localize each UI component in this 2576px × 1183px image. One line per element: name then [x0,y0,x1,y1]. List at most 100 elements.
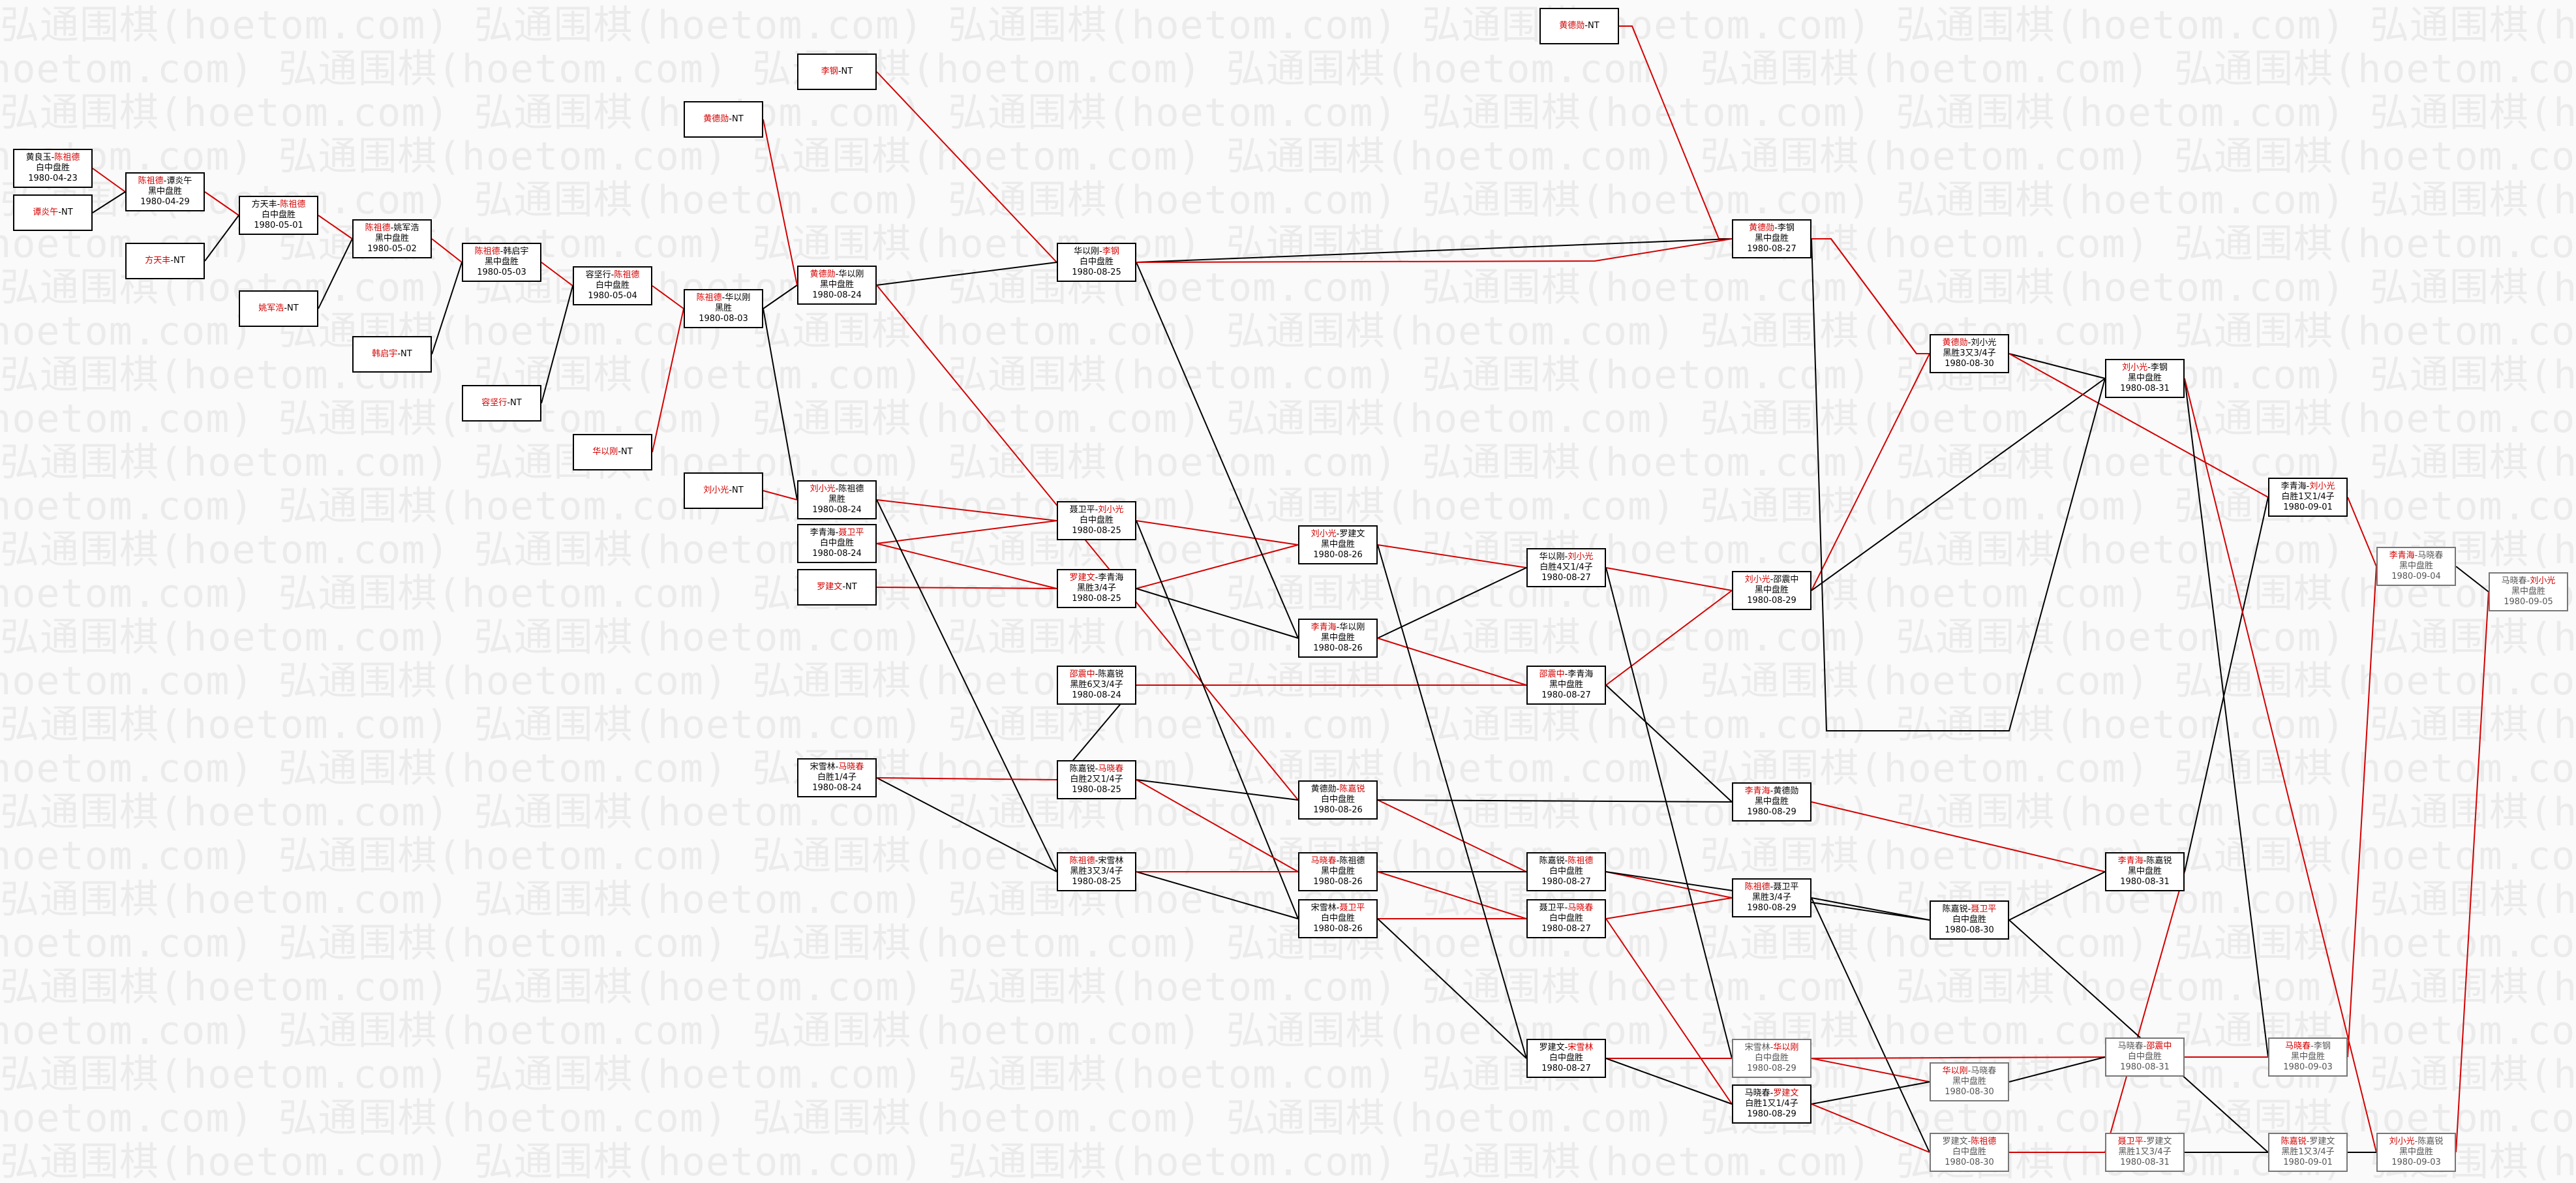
bracket-line [876,499,1057,872]
match-date: 1980-08-30 [1945,359,1994,369]
match-players: 刘小光-陈祖德 [810,484,864,494]
match-result: 黑中盘胜 [374,234,409,243]
match-result: 黑胜3/4子 [1752,893,1791,902]
player-white: 李青海 [1568,669,1594,679]
player-black: 李青海 [1311,622,1337,632]
player-black: 韩启宇 [372,349,398,359]
player-black: 李青海 [2389,551,2415,561]
match-result: 黑中盘胜 [2399,561,2433,571]
bracket-line [2008,871,2106,921]
player-white: 聂卫平 [1773,882,1799,892]
player-white: NT [401,349,412,359]
player-black: 罗建文 [1069,573,1095,583]
bracket-line [2455,566,2489,592]
match-result: 白中盘胜 [1079,515,1114,525]
bracket-line [876,520,1057,544]
match-players: 华以刚-刘小光 [1539,552,1594,562]
match-players: 容坚行-NT [481,398,522,408]
match-players: 刘小光-罗建文 [1311,529,1365,539]
bracket-line [652,308,684,453]
bracket-line [1136,238,1733,263]
player-white: 陈祖德 [1971,1137,1997,1146]
bracket-line [1136,238,1733,263]
match-players: 刘小光-邵震中 [1744,575,1799,585]
match-players: 马晓春-陈祖德 [1311,856,1365,866]
player-white: 陈祖德 [1339,856,1365,866]
bracket-line [2008,1056,2106,1083]
bracket-line [2455,591,2489,1153]
match-players: 姚军浩-NT [258,303,299,313]
player-white: 华以刚 [838,269,864,279]
match-date: 1980-08-24 [812,505,862,515]
player-white: 马晓春 [838,762,864,772]
match-players: 黄德勋-NT [703,114,744,124]
match-players: 聂卫平-马晓春 [1539,903,1594,913]
match-result: 黑中盘胜 [1952,1077,1986,1086]
match-date: 1980-09-03 [2391,1158,2441,1167]
player-black: 华以刚 [1074,247,1100,256]
bracket-line [1811,801,2106,872]
match-date: 1980-08-30 [1945,1087,1994,1097]
player-black: 容坚行 [585,270,611,280]
match-result: 黑胜1又3/4子 [2281,1147,2335,1157]
match-players: 李青海-聂卫平 [810,528,864,538]
player-black: 方天丰 [251,200,277,209]
match-players: 黄良玉-陈祖德 [25,153,80,162]
match-players: 陈祖德-华以刚 [696,293,751,303]
bracket-line [318,238,353,309]
player-black: 刘小光 [2122,363,2148,373]
player-white: 刘小光 [1568,552,1594,562]
bracket-line [1136,779,1299,801]
bracket-line [2184,497,2269,872]
player-black: 马晓春 [2117,1041,2144,1051]
match-players: 刘小光-李钢 [2122,363,2168,373]
player-white: NT [510,398,522,408]
player-white: 陈祖德 [280,200,306,209]
player-white: 陈祖德 [614,270,640,280]
bracket-line [876,543,1057,589]
match-players: 华以刚-李钢 [1074,247,1119,256]
bracket-line [1811,238,1930,354]
player-black: 黄良玉 [25,153,52,162]
player-black: 陈祖德 [1744,882,1770,892]
match-result: 黑中盘胜 [2127,867,2162,876]
bracket-line [1811,897,1930,1153]
match-date: 1980-08-30 [1945,925,1994,935]
match-result: 黑中盘胜 [1320,867,1355,876]
player-black: 邵震中 [1539,669,1565,679]
match-result: 黑胜3又3/4子 [1943,348,1996,358]
match-players: 罗建文-宋雪林 [1539,1043,1594,1052]
bracket-line [1377,799,1527,872]
player-white: 李钢 [2313,1041,2331,1051]
bracket-line [763,308,798,500]
match-players: 华以刚-马晓春 [1942,1066,1997,1076]
bracket-line [876,777,1057,780]
player-black: 邵震中 [1069,669,1095,679]
bracket-line [1605,1058,1733,1105]
player-black: 陈祖德 [1069,856,1095,866]
match-players: 方天丰-NT [145,256,185,266]
player-white: 罗建文 [1339,529,1365,539]
player-white: NT [287,303,299,313]
player-white: NT [174,256,185,266]
match-date: 1980-08-31 [2120,1062,2170,1072]
bracket-line [1377,567,1527,639]
match-result: 白中盘胜 [261,210,295,220]
bracket-line [1605,897,1733,919]
player-black: 黄德勋 [1311,784,1337,794]
match-date: 1980-05-04 [588,291,637,301]
player-white: 宋雪林 [1568,1043,1594,1052]
match-players: 陈嘉锐-罗建文 [2281,1137,2335,1146]
match-node: 李钢-NT [797,54,877,90]
bracket-line [1811,1103,1930,1153]
match-players: 陈祖德-韩启宇 [474,247,529,256]
player-white: 宋雪林 [1098,856,1124,866]
